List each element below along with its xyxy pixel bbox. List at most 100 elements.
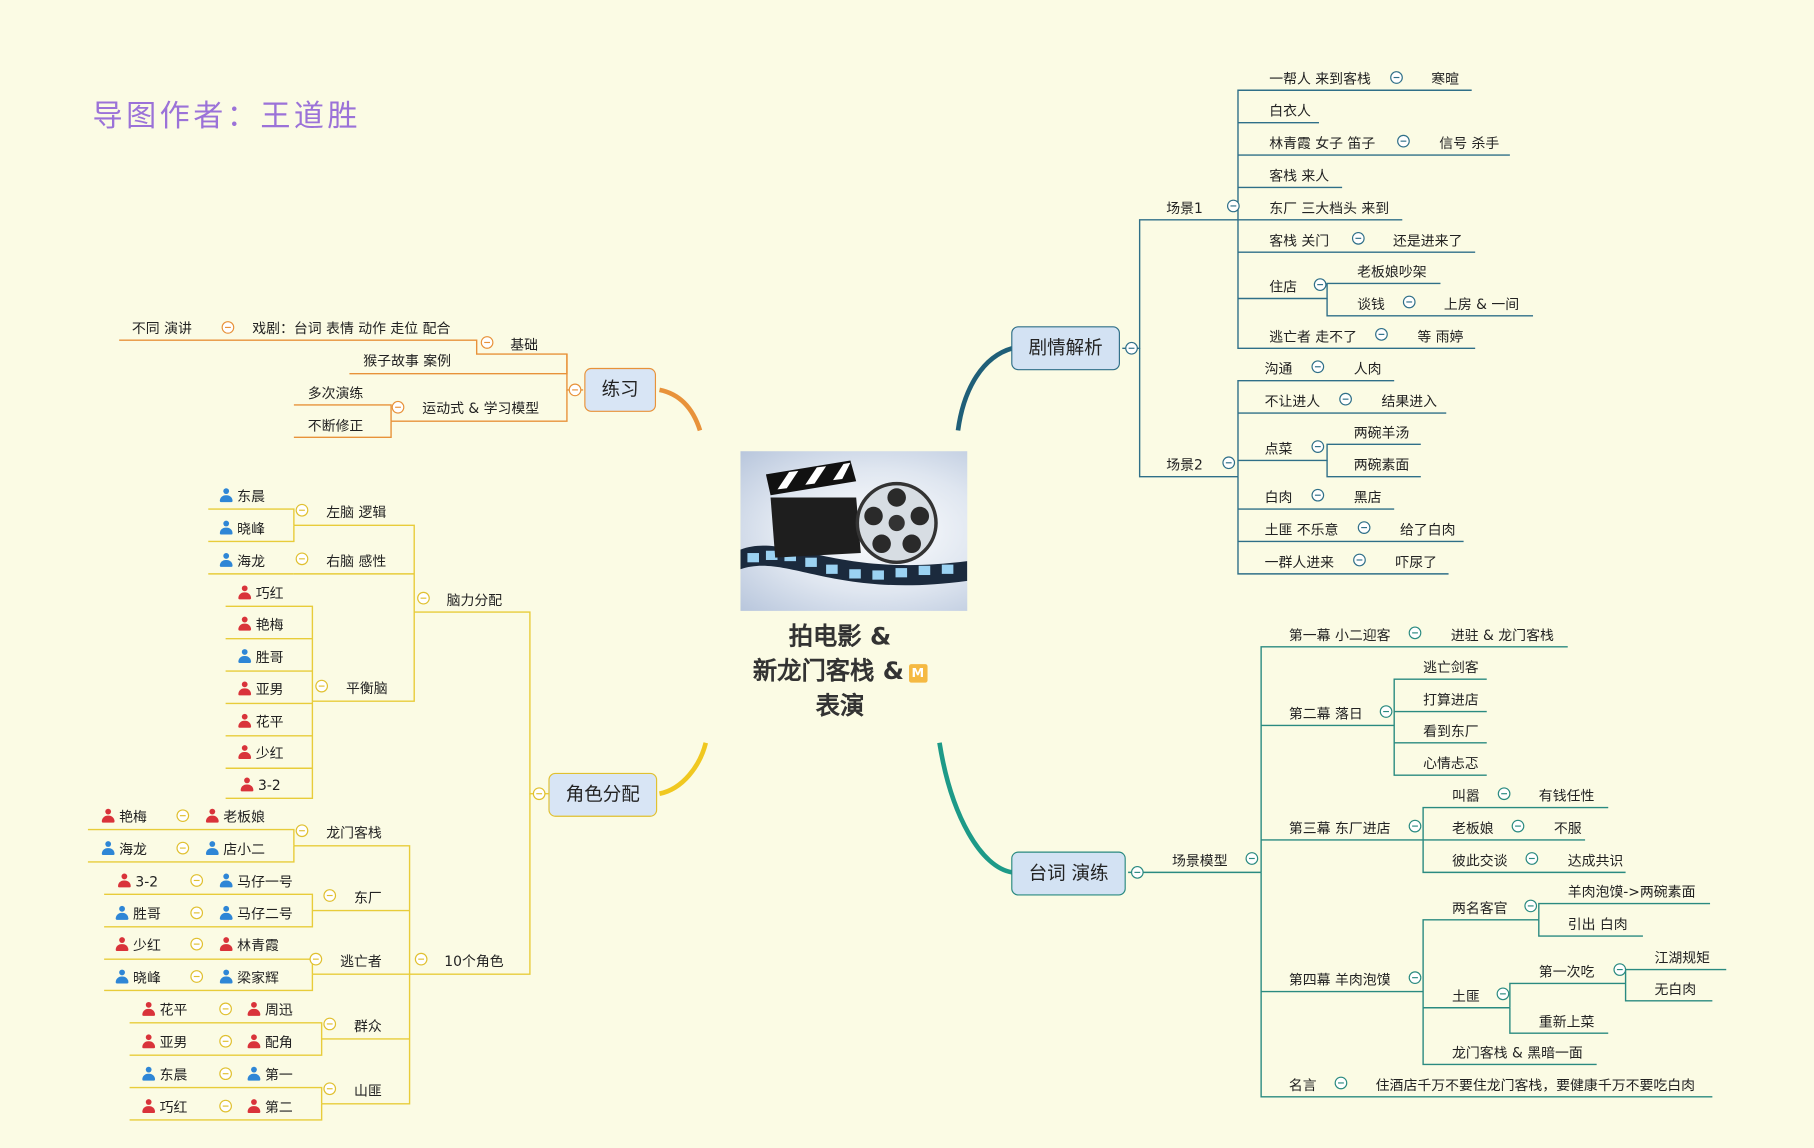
collapse-icon[interactable] xyxy=(1375,328,1388,341)
collapse-icon[interactable] xyxy=(315,679,329,693)
collapse-icon[interactable] xyxy=(1613,963,1627,976)
collapse-icon[interactable] xyxy=(1226,199,1240,213)
node-balanced-brain[interactable]: 平衡脑 xyxy=(345,680,388,697)
node-scene-model[interactable]: 场景模型 xyxy=(1172,852,1228,869)
node-inn-close[interactable]: 客栈 关门 xyxy=(1269,232,1330,249)
collapse-icon[interactable] xyxy=(309,952,323,966)
collapse-icon[interactable] xyxy=(295,824,309,838)
collapse-icon[interactable] xyxy=(1311,440,1325,453)
node-communicate[interactable]: 沟通 xyxy=(1264,360,1293,378)
collapse-icon[interactable] xyxy=(1408,819,1422,833)
collapse-icon[interactable] xyxy=(176,809,190,823)
node-inn-visitor[interactable]: 客栈 来人 xyxy=(1269,167,1330,184)
node-learning-model[interactable]: 运动式 & 学习模型 xyxy=(422,400,540,417)
collapse-icon[interactable] xyxy=(1408,626,1422,640)
node-scene-1[interactable]: 场景1 xyxy=(1166,200,1203,217)
collapse-icon[interactable] xyxy=(480,336,494,349)
collapse-icon[interactable] xyxy=(221,321,235,334)
collapse-icon[interactable] xyxy=(568,383,582,397)
collapse-icon[interactable] xyxy=(295,552,309,566)
node-east-depot[interactable]: 东厂 xyxy=(354,889,382,906)
node-crowd-enter[interactable]: 一群人进来 xyxy=(1264,554,1335,571)
collapse-icon[interactable] xyxy=(1390,71,1403,84)
collapse-icon[interactable] xyxy=(1311,488,1325,502)
collapse-icon[interactable] xyxy=(1245,852,1259,865)
collapse-icon[interactable] xyxy=(1311,360,1325,374)
node-act-2-item[interactable]: 看到东厂 xyxy=(1423,723,1479,740)
node-room[interactable]: 上房 & 一间 xyxy=(1443,296,1520,313)
collapse-icon[interactable] xyxy=(1339,392,1352,406)
collapse-icon[interactable] xyxy=(219,1034,232,1048)
node-act-2-item[interactable]: 逃亡剑客 xyxy=(1423,659,1479,676)
node-lead-white-meat[interactable]: 引出 白肉 xyxy=(1567,916,1628,933)
collapse-icon[interactable] xyxy=(190,874,204,887)
collapse-icon[interactable] xyxy=(391,400,405,414)
central-topic[interactable]: 拍电影 & 新龙门客栈 &M 表演 xyxy=(753,619,928,723)
node-bandits[interactable]: 山匪 xyxy=(354,1082,382,1100)
topic-roles[interactable]: 角色分配 xyxy=(548,772,658,817)
collapse-icon[interactable] xyxy=(295,503,309,517)
collapse-icon[interactable] xyxy=(219,1002,232,1016)
node-act-2[interactable]: 第二幕 落日 xyxy=(1288,705,1363,722)
collapse-icon[interactable] xyxy=(1497,787,1511,801)
collapse-icon[interactable] xyxy=(190,937,204,951)
node-act-3[interactable]: 第三幕 东厂进店 xyxy=(1288,820,1391,837)
node-human-meat[interactable]: 人肉 xyxy=(1353,360,1382,378)
node-plain-noodles[interactable]: 两碗素面 xyxy=(1353,457,1410,474)
collapse-icon[interactable] xyxy=(1334,1076,1348,1090)
node-no-white-meat[interactable]: 无白肉 xyxy=(1654,981,1697,998)
node-crowd[interactable]: 群众 xyxy=(354,1018,382,1035)
collapse-icon[interactable] xyxy=(1379,705,1393,718)
node-lin-flute[interactable]: 林青霞 女子 笛子 xyxy=(1269,135,1376,152)
node-longmen-inn[interactable]: 龙门客栈 xyxy=(326,824,382,842)
node-re-serve[interactable]: 重新上菜 xyxy=(1538,1013,1595,1030)
node-act-3-a1[interactable]: 有钱任性 xyxy=(1538,787,1595,805)
node-fugitives[interactable]: 逃亡者 xyxy=(340,953,382,970)
node-scared[interactable]: 吓尿了 xyxy=(1395,554,1438,571)
node-act-4[interactable]: 第四幕 羊肉泡馍 xyxy=(1288,971,1391,989)
node-wait-yuting[interactable]: 等 雨婷 xyxy=(1417,328,1464,345)
node-money[interactable]: 谈钱 xyxy=(1357,296,1385,313)
collapse-icon[interactable] xyxy=(1125,341,1138,355)
collapse-icon[interactable] xyxy=(176,841,190,855)
collapse-icon[interactable] xyxy=(1353,553,1366,567)
node-quote[interactable]: 名言 xyxy=(1288,1077,1317,1094)
node-monkey-story[interactable]: 猴子故事 案例 xyxy=(363,352,452,370)
node-bandit-unhappy[interactable]: 土匪 不乐意 xyxy=(1264,521,1339,539)
node-stay[interactable]: 住店 xyxy=(1269,278,1298,296)
node-group-arrive[interactable]: 一帮人 来到客栈 xyxy=(1269,70,1371,87)
node-white-robe[interactable]: 白衣人 xyxy=(1269,102,1311,120)
node-two-guests[interactable]: 两名客官 xyxy=(1452,900,1508,917)
node-no-entry[interactable]: 不让进人 xyxy=(1264,393,1321,410)
node-gave-meat[interactable]: 给了白肉 xyxy=(1399,521,1456,539)
topic-lines[interactable]: 台词 演练 xyxy=(1011,851,1126,896)
node-bandit[interactable]: 土匪 xyxy=(1452,988,1480,1005)
node-quarrel[interactable]: 老板娘吵架 xyxy=(1357,263,1427,280)
collapse-icon[interactable] xyxy=(414,952,428,966)
node-speech[interactable]: 不同 演讲 xyxy=(131,320,192,337)
node-brain-allocation[interactable]: 脑力分配 xyxy=(446,592,503,609)
collapse-icon[interactable] xyxy=(1525,852,1539,865)
collapse-icon[interactable] xyxy=(1351,231,1365,245)
node-scene-2[interactable]: 场景2 xyxy=(1166,457,1203,474)
node-ten-roles[interactable]: 10个角色 xyxy=(444,953,504,970)
collapse-icon[interactable] xyxy=(1402,295,1416,309)
node-basic-drama[interactable]: 戏剧：台词 表情 动作 走位 配合 xyxy=(252,320,451,337)
collapse-icon[interactable] xyxy=(1524,899,1538,913)
node-mutton-to-noodles[interactable]: 羊肉泡馍->两碗素面 xyxy=(1567,883,1696,901)
node-left-brain[interactable]: 左脑 逻辑 xyxy=(326,504,387,521)
node-first-eat[interactable]: 第一次吃 xyxy=(1538,963,1595,980)
node-fugitives-stuck[interactable]: 逃亡者 走不了 xyxy=(1269,328,1357,345)
node-act-1-a[interactable]: 进驻 & 龙门客栈 xyxy=(1450,627,1554,644)
node-act-3-a[interactable]: 叫嚣 xyxy=(1452,787,1480,805)
collapse-icon[interactable] xyxy=(190,906,204,920)
node-act-3-b[interactable]: 老板娘 xyxy=(1452,820,1494,837)
collapse-icon[interactable] xyxy=(1397,134,1410,148)
node-entered[interactable]: 结果进入 xyxy=(1381,393,1438,410)
node-act-3-c[interactable]: 彼此交谈 xyxy=(1452,852,1508,869)
node-basic[interactable]: 基础 xyxy=(510,336,539,353)
node-dark-side[interactable]: 龙门客栈 & 黑暗一面 xyxy=(1452,1044,1583,1061)
node-signal-killer[interactable]: 信号 杀手 xyxy=(1439,135,1500,152)
node-east-arrive[interactable]: 东厂 三大档头 来到 xyxy=(1269,200,1390,217)
collapse-icon[interactable] xyxy=(190,970,204,983)
